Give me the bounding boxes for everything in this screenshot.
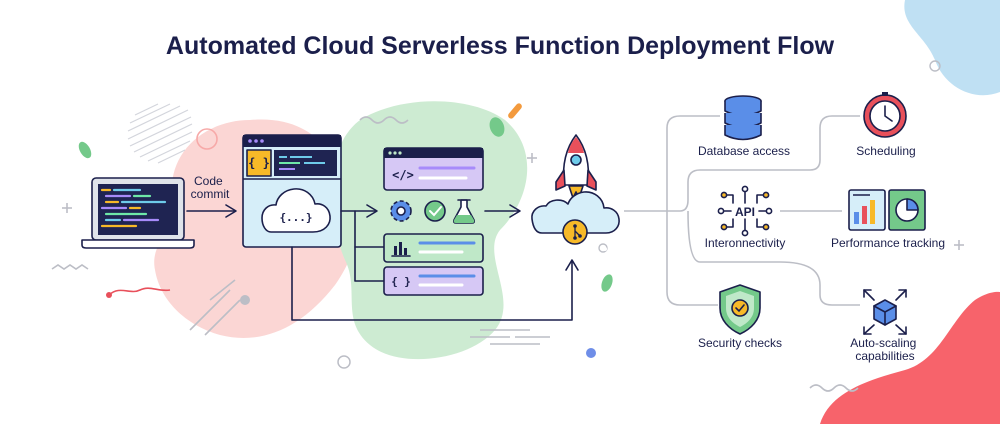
green-bean-2 — [489, 117, 505, 137]
blue-dot — [586, 348, 596, 358]
autoscaling-line1: Auto-scaling — [850, 336, 916, 350]
ring-decor-4 — [929, 60, 941, 72]
capability-scheduling: Scheduling — [856, 92, 916, 158]
cube-arrows-icon — [863, 289, 907, 335]
gray-squiggle-2 — [359, 116, 409, 124]
corner-blob-top-right — [904, 0, 1000, 96]
dot-decor-1 — [240, 295, 250, 305]
plus-decor-2 — [527, 153, 537, 163]
green-bean-3 — [601, 274, 613, 292]
connector-lines — [291, 204, 579, 321]
database-icon — [724, 95, 762, 141]
diag-line-1 — [209, 279, 236, 301]
capability-api: API Interonnectivity — [705, 185, 786, 250]
gray-squiggle-3 — [809, 384, 859, 392]
ring-decor-3 — [598, 243, 608, 253]
capability-autoscaling: Auto-scaling capabilities — [850, 289, 919, 363]
capability-security: Security checks — [698, 284, 782, 350]
capability-label-interconnectivity: Interonnectivity — [705, 236, 786, 250]
code-commit-label: Code commit — [191, 174, 230, 201]
deploy-cloud — [531, 191, 620, 245]
red-squiggle — [108, 287, 171, 296]
orange-dash — [508, 103, 522, 119]
flask-icon — [452, 199, 476, 224]
dot-decor-2 — [603, 247, 607, 251]
build-panel-chart — [383, 233, 484, 263]
code-commit-line1: Code — [194, 174, 223, 188]
plus-decor-1 — [62, 203, 72, 213]
capability-label-performance: Performance tracking — [831, 236, 945, 250]
repository-window: { } {...} — [242, 134, 342, 248]
api-icon: API — [717, 185, 773, 237]
clock-icon — [863, 92, 907, 138]
build-panel-code: </> — [383, 147, 484, 191]
capability-database: Database access — [698, 95, 790, 158]
code-commit-line2: commit — [191, 187, 230, 201]
diag-line-3 — [204, 299, 241, 336]
laptop-icon — [81, 177, 195, 249]
chart-icon — [848, 189, 926, 231]
capability-performance: Performance tracking — [831, 189, 945, 250]
branch-lines — [624, 115, 860, 306]
rocket-icon — [555, 134, 597, 199]
hatch-lines — [127, 103, 193, 164]
cloud-code-glyph: {...} — [279, 211, 312, 224]
corner-blob-bottom-right — [820, 291, 1000, 424]
green-bean-1 — [78, 141, 92, 159]
diag-line-2 — [189, 289, 231, 331]
autoscaling-line2: capabilities — [855, 349, 914, 363]
build-panel-braces: { } — [383, 266, 484, 296]
page-title: Automated Cloud Serverless Function Depl… — [166, 32, 835, 60]
tag-glyph: </> — [392, 168, 414, 182]
ring-decor-1 — [196, 128, 218, 150]
mini-chart-icon — [391, 242, 411, 257]
ring-decor-2 — [337, 355, 351, 369]
commit-arrow — [186, 204, 237, 218]
shield-check-icon — [719, 284, 761, 335]
capability-label-database: Database access — [698, 144, 790, 158]
gray-squiggle-1 — [51, 264, 89, 270]
capability-label-autoscaling: Auto-scaling capabilities — [850, 336, 919, 363]
plus-decor-3 — [954, 240, 964, 250]
cloud-code-icon — [261, 188, 331, 233]
braces-glyph-2: { } — [391, 275, 411, 288]
braces-glyph: { } — [248, 156, 270, 170]
gear-icon — [390, 200, 412, 222]
api-icon-text: API — [735, 205, 755, 219]
check-circle-icon — [424, 200, 446, 222]
capability-label-security: Security checks — [698, 336, 782, 350]
capability-label-scheduling: Scheduling — [856, 144, 915, 158]
